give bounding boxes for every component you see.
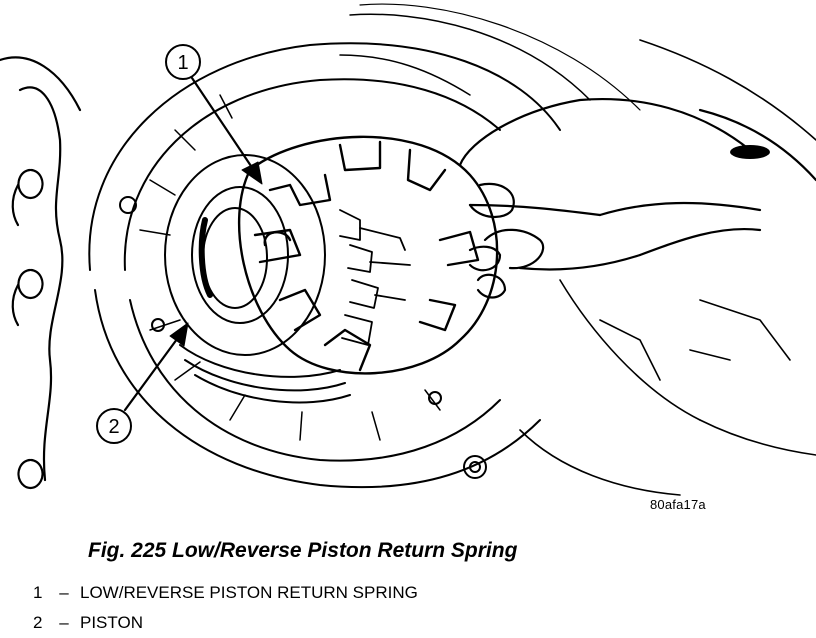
legend: 1 – LOW/REVERSE PISTON RETURN SPRING 2 –… — [33, 578, 733, 638]
hand — [458, 97, 816, 299]
return-spring-plate — [238, 135, 499, 375]
callout-2-group — [96, 322, 189, 444]
callout-2-arrowhead — [169, 322, 189, 347]
image-code: 80afa17a — [650, 497, 706, 512]
callout-1-leader — [190, 76, 257, 174]
piston-hub — [164, 154, 351, 404]
technical-illustration: 1 2 — [0, 3, 816, 496]
callout-1-arrowhead — [241, 161, 263, 185]
dark-mark — [730, 145, 770, 159]
background-sketch — [519, 39, 816, 496]
callout-1-circle — [165, 44, 201, 80]
callout-2-circle — [96, 408, 132, 444]
callout-1-label: 1 — [177, 52, 188, 74]
outer-housing — [88, 3, 641, 489]
legend-text: LOW/REVERSE PISTON RETURN SPRING — [80, 583, 418, 602]
housing-ribs — [139, 94, 441, 441]
callout-2-leader — [123, 333, 182, 412]
transmission-case — [0, 56, 82, 490]
legend-item: 2 – PISTON — [33, 608, 733, 638]
legend-text: PISTON — [80, 613, 143, 632]
callout-2-label: 2 — [108, 416, 119, 438]
legend-number: 1 — [33, 583, 43, 602]
bolt-holes — [119, 196, 487, 479]
figure-caption: Fig. 225 Low/Reverse Piston Return Sprin… — [88, 539, 518, 562]
legend-item: 1 – LOW/REVERSE PISTON RETURN SPRING — [33, 578, 733, 608]
legend-separator: – — [59, 583, 69, 602]
piston-teeth — [339, 209, 411, 346]
legend-number: 2 — [33, 613, 43, 632]
legend-separator: – — [59, 613, 69, 632]
callout-1-group — [165, 44, 263, 185]
